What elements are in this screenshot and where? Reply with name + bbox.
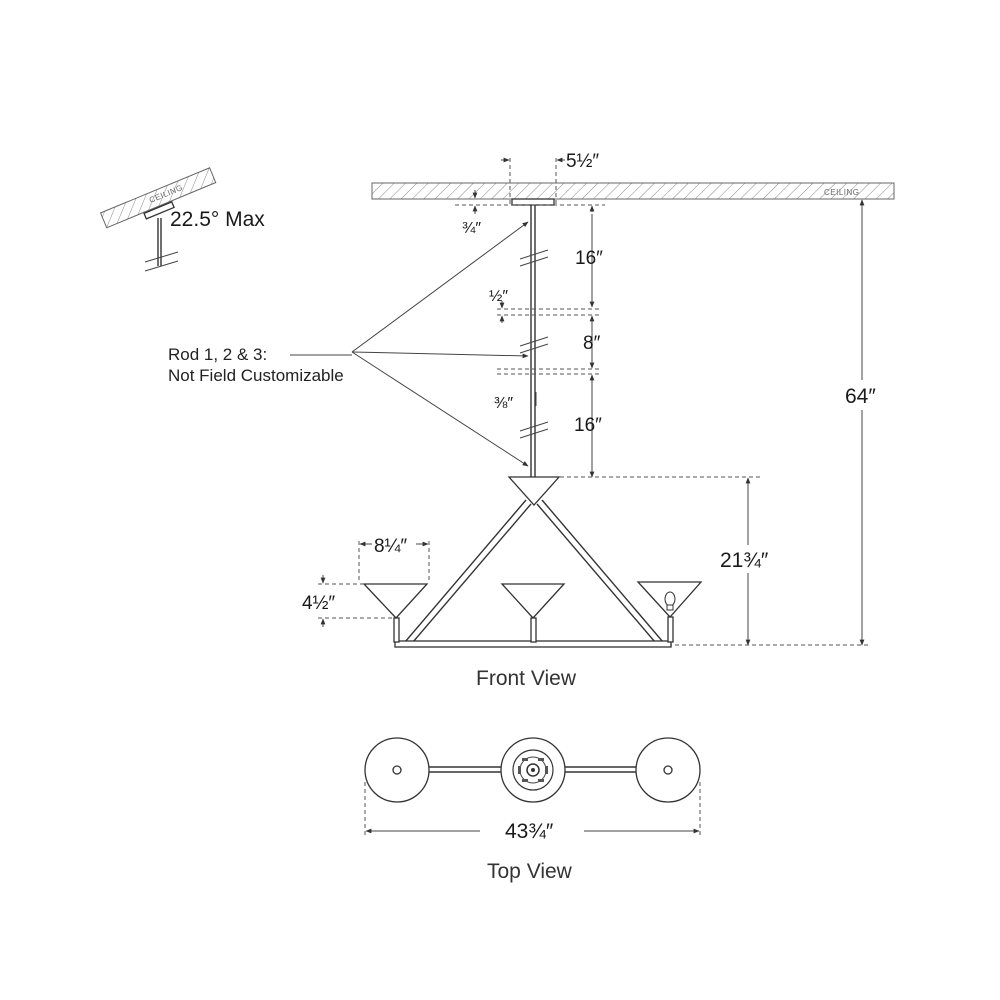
canopy-width-label: 5½″ xyxy=(566,151,599,172)
canopy-height-label: ¾″ xyxy=(462,220,481,237)
center-shade xyxy=(500,583,566,619)
gap2-label: ⅜″ xyxy=(494,395,513,412)
rod-break-3 xyxy=(519,421,549,439)
front-view: CEILING 5½″ ¾″ 16″ xyxy=(302,151,895,690)
ceiling-band xyxy=(371,182,895,200)
center-shade-stem xyxy=(530,617,537,643)
top-width-label: 43¾″ xyxy=(505,820,554,843)
rod1-length-label: 16″ xyxy=(575,248,603,269)
sloped-canopy xyxy=(143,201,175,220)
overall-height-label: 64″ xyxy=(845,385,876,408)
center-hub-cone xyxy=(507,476,561,506)
right-frame-arm xyxy=(541,499,664,643)
fixture-height-label: 21¾″ xyxy=(720,549,769,572)
ceiling-label: CEILING xyxy=(824,188,860,197)
rod-note-line2: Not Field Customizable xyxy=(168,366,344,385)
left-frame-arm-inner xyxy=(412,503,532,643)
rod1-leader xyxy=(351,221,529,353)
shade-width-label: 8¼″ xyxy=(374,536,407,557)
slope-angle-label: 22.5° Max xyxy=(170,208,265,231)
rod3-leader xyxy=(351,351,529,467)
left-shade xyxy=(362,583,429,619)
top-view: 43¾″ Top View xyxy=(364,737,701,883)
right-shade-stem xyxy=(667,616,674,643)
top-left-socket xyxy=(392,765,402,775)
gap1-label: ½″ xyxy=(489,288,508,305)
canopy xyxy=(511,198,555,206)
rod-note: Rod 1, 2 & 3: Not Field Customizable xyxy=(168,221,529,467)
sloped-break-mark-2 xyxy=(144,260,179,272)
top-view-caption: Top View xyxy=(487,860,573,883)
right-frame-arm-inner xyxy=(536,503,656,643)
rod-break-2 xyxy=(519,336,549,354)
left-shade-stem xyxy=(393,617,400,643)
bulb-icon xyxy=(664,591,676,611)
shade-height-label: 4½″ xyxy=(302,593,335,614)
front-view-caption: Front View xyxy=(476,667,577,690)
rod3-length-label: 16″ xyxy=(574,415,602,436)
sloped-ceiling-detail: CEILING 22.5° Max xyxy=(99,167,265,272)
sloped-break-mark-1 xyxy=(144,251,179,263)
sloped-ceiling-band xyxy=(99,167,217,229)
rod-break-1 xyxy=(519,249,549,267)
rod-note-line1: Rod 1, 2 & 3: xyxy=(168,345,267,364)
top-right-socket xyxy=(663,765,673,775)
left-frame-arm xyxy=(404,499,527,643)
rod2-leader xyxy=(351,351,529,359)
rod2-length-label: 8″ xyxy=(583,333,601,354)
canopy-mount-icon xyxy=(512,749,554,791)
